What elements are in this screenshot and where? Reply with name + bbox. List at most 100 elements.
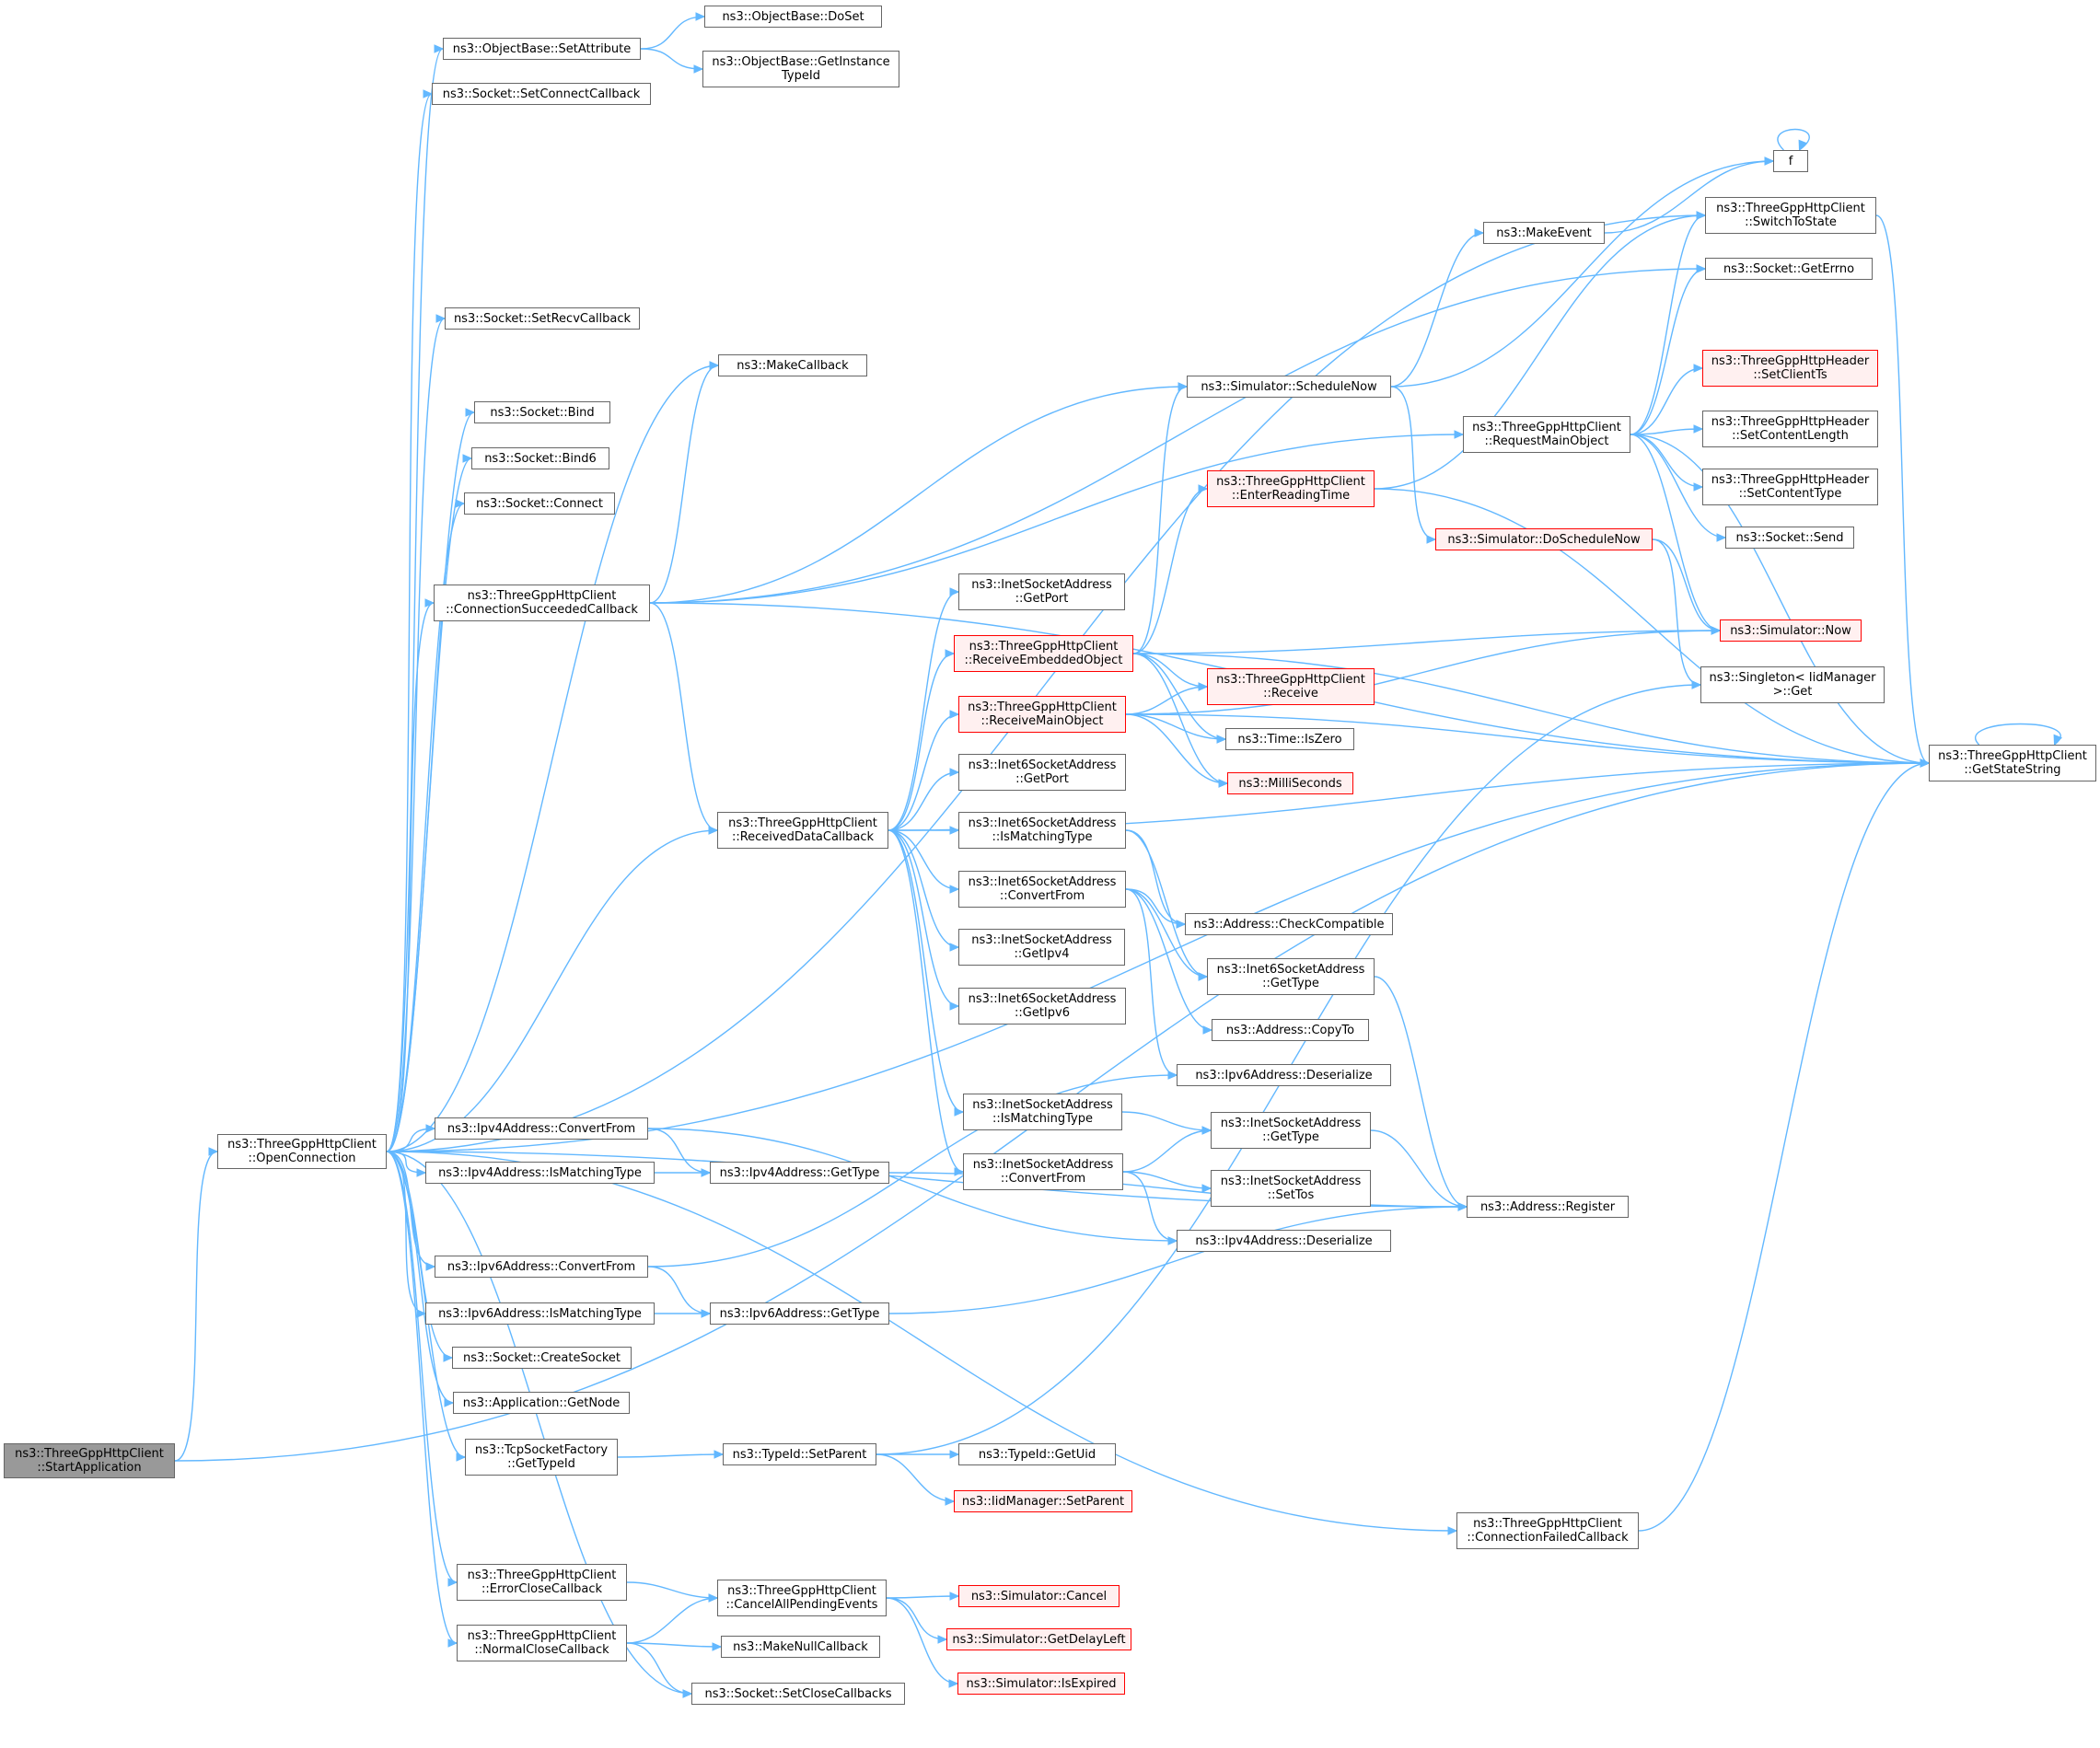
node-simulator-get-delay-left[interactable]: ns3::Simulator::GetDelayLeft bbox=[946, 1628, 1131, 1650]
node-time-is-zero[interactable]: ns3::Time::IsZero bbox=[1225, 728, 1354, 750]
call-edge bbox=[1125, 888, 1212, 1031]
node-socket-get-errno[interactable]: ns3::Socket::GetErrno bbox=[1705, 258, 1873, 280]
node-http-header-set-content-length[interactable]: ns3::ThreeGppHttpHeader ::SetContentLeng… bbox=[1702, 411, 1878, 447]
node-make-event[interactable]: ns3::MakeEvent bbox=[1483, 222, 1605, 244]
call-edge bbox=[386, 762, 1930, 1152]
node-make-null-callback[interactable]: ns3::MakeNullCallback bbox=[721, 1636, 880, 1658]
node-singleton-iid-manager-get[interactable]: ns3::Singleton< IidManager >::Get bbox=[1700, 666, 1885, 703]
node-http-header-set-client-ts[interactable]: ns3::ThreeGppHttpHeader ::SetClientTs bbox=[1702, 350, 1878, 387]
node-ipv4-address-deserialize[interactable]: ns3::Ipv4Address::Deserialize bbox=[1177, 1230, 1391, 1252]
node-type-id-set-parent[interactable]: ns3::TypeId::SetParent bbox=[723, 1443, 876, 1465]
node-inet-socket-address-is-matching-type[interactable]: ns3::InetSocketAddress ::IsMatchingType bbox=[963, 1094, 1122, 1130]
node-object-base-do-set[interactable]: ns3::ObjectBase::DoSet bbox=[704, 6, 882, 28]
call-edge bbox=[386, 93, 433, 1152]
call-edge bbox=[386, 1128, 435, 1152]
node-socket-connect[interactable]: ns3::Socket::Connect bbox=[464, 492, 615, 515]
call-edge bbox=[1652, 538, 1721, 631]
call-edge-arrowhead bbox=[1693, 482, 1704, 492]
node-object-base-set-attribute[interactable]: ns3::ObjectBase::SetAttribute bbox=[443, 38, 641, 60]
call-edge-arrowhead bbox=[447, 1638, 458, 1648]
call-edge bbox=[1125, 829, 1208, 978]
node-enter-reading-time[interactable]: ns3::ThreeGppHttpClient ::EnterReadingTi… bbox=[1207, 470, 1375, 507]
node-address-check-compatible[interactable]: ns3::Address::CheckCompatible bbox=[1185, 913, 1393, 935]
node-start-application[interactable]: ns3::ThreeGppHttpClient ::StartApplicati… bbox=[4, 1443, 175, 1478]
call-edge bbox=[1638, 762, 1930, 1532]
node-object-base-get-instance-type-id[interactable]: ns3::ObjectBase::GetInstance TypeId bbox=[702, 51, 899, 87]
node-ipv4-address-get-type[interactable]: ns3::Ipv4Address::GetType bbox=[710, 1162, 889, 1184]
node-inet-socket-address-get-type[interactable]: ns3::InetSocketAddress ::GetType bbox=[1211, 1112, 1371, 1149]
call-edge-arrowhead bbox=[1457, 1202, 1468, 1211]
node-open-connection[interactable]: ns3::ThreeGppHttpClient ::OpenConnection bbox=[217, 1134, 387, 1169]
node-connection-failed-callback[interactable]: ns3::ThreeGppHttpClient ::ConnectionFail… bbox=[1456, 1512, 1639, 1549]
node-receive-main-object[interactable]: ns3::ThreeGppHttpClient ::ReceiveMainObj… bbox=[958, 696, 1126, 733]
node-ipv6-address-deserialize[interactable]: ns3::Ipv6Address::Deserialize bbox=[1177, 1064, 1391, 1086]
call-edge-arrowhead bbox=[462, 454, 473, 463]
node-request-main-object[interactable]: ns3::ThreeGppHttpClient ::RequestMainObj… bbox=[1463, 416, 1630, 453]
call-edge bbox=[1604, 160, 1774, 234]
node-socket-create-socket[interactable]: ns3::Socket::CreateSocket bbox=[452, 1347, 632, 1369]
node-type-id-get-uid[interactable]: ns3::TypeId::GetUid bbox=[958, 1443, 1116, 1465]
node-inet6-socket-address-get-ipv6[interactable]: ns3::Inet6SocketAddress ::GetIpv6 bbox=[958, 988, 1126, 1024]
call-edge bbox=[1390, 386, 1436, 540]
call-edge-arrowhead bbox=[1198, 682, 1209, 691]
node-get-state-string[interactable]: ns3::ThreeGppHttpClient ::GetStateString bbox=[1929, 745, 2096, 781]
node-make-callback[interactable]: ns3::MakeCallback bbox=[718, 354, 867, 376]
call-edge-arrowhead bbox=[1474, 228, 1485, 237]
node-connection-succeeded-callback[interactable]: ns3::ThreeGppHttpClient ::ConnectionSucc… bbox=[434, 585, 650, 621]
node-simulator-cancel[interactable]: ns3::Simulator::Cancel bbox=[958, 1585, 1120, 1607]
node-inet-socket-address-get-port[interactable]: ns3::InetSocketAddress ::GetPort bbox=[958, 573, 1125, 610]
node-simulator-do-schedule-now[interactable]: ns3::Simulator::DoScheduleNow bbox=[1435, 528, 1653, 550]
call-edge-arrowhead bbox=[949, 826, 960, 835]
node-ipv4-address-convert-from[interactable]: ns3::Ipv4Address::ConvertFrom bbox=[435, 1117, 648, 1140]
call-edge bbox=[1975, 723, 2061, 746]
node-error-close-callback[interactable]: ns3::ThreeGppHttpClient ::ErrorCloseCall… bbox=[457, 1564, 627, 1601]
call-edge-arrowhead bbox=[1447, 1526, 1458, 1535]
node-received-data-callback[interactable]: ns3::ThreeGppHttpClient ::ReceivedDataCa… bbox=[717, 812, 888, 849]
call-edge bbox=[649, 365, 719, 604]
node-socket-set-close-callbacks[interactable]: ns3::Socket::SetCloseCallbacks bbox=[691, 1683, 905, 1705]
call-edge bbox=[888, 829, 959, 890]
node-inet-socket-address-convert-from[interactable]: ns3::InetSocketAddress ::ConvertFrom bbox=[963, 1153, 1123, 1190]
node-socket-set-recv-callback[interactable]: ns3::Socket::SetRecvCallback bbox=[445, 307, 640, 330]
node-ipv4-address-is-matching-type[interactable]: ns3::Ipv4Address::IsMatchingType bbox=[425, 1162, 655, 1184]
node-receive-embedded-object[interactable]: ns3::ThreeGppHttpClient ::ReceiveEmbedde… bbox=[954, 635, 1133, 672]
node-inet6-socket-address-get-port[interactable]: ns3::Inet6SocketAddress ::GetPort bbox=[958, 754, 1126, 791]
node-simulator-is-expired[interactable]: ns3::Simulator::IsExpired bbox=[957, 1673, 1125, 1695]
node-http-header-set-content-type[interactable]: ns3::ThreeGppHttpHeader ::SetContentType bbox=[1702, 469, 1878, 505]
node-ipv6-address-get-type[interactable]: ns3::Ipv6Address::GetType bbox=[710, 1302, 889, 1325]
call-edge bbox=[888, 771, 959, 831]
node-f[interactable]: f bbox=[1773, 150, 1808, 172]
node-iid-manager-set-parent[interactable]: ns3::IidManager::SetParent bbox=[954, 1490, 1132, 1512]
node-application-get-node[interactable]: ns3::Application::GetNode bbox=[453, 1392, 630, 1414]
call-edge-arrowhead bbox=[455, 499, 466, 508]
node-socket-send[interactable]: ns3::Socket::Send bbox=[1725, 527, 1854, 549]
call-edge bbox=[640, 48, 703, 70]
node-cancel-all-pending-events[interactable]: ns3::ThreeGppHttpClient ::CancelAllPendi… bbox=[717, 1580, 887, 1616]
call-edge-arrowhead bbox=[954, 1107, 965, 1117]
node-inet6-socket-address-is-matching-type[interactable]: ns3::Inet6SocketAddress ::IsMatchingType bbox=[958, 812, 1126, 849]
node-socket-bind6[interactable]: ns3::Socket::Bind6 bbox=[471, 447, 609, 469]
node-switch-to-state[interactable]: ns3::ThreeGppHttpClient ::SwitchToState bbox=[1705, 197, 1876, 234]
node-normal-close-callback[interactable]: ns3::ThreeGppHttpClient ::NormalCloseCal… bbox=[457, 1625, 627, 1661]
node-address-register[interactable]: ns3::Address::Register bbox=[1467, 1196, 1629, 1218]
node-tcp-socket-factory-get-type-id[interactable]: ns3::TcpSocketFactory ::GetTypeId bbox=[465, 1439, 618, 1476]
node-ipv6-address-convert-from[interactable]: ns3::Ipv6Address::ConvertFrom bbox=[435, 1256, 648, 1278]
node-inet6-socket-address-get-type[interactable]: ns3::Inet6SocketAddress ::GetType bbox=[1207, 958, 1375, 995]
node-simulator-now[interactable]: ns3::Simulator::Now bbox=[1720, 619, 1862, 642]
node-inet-socket-address-get-ipv4[interactable]: ns3::InetSocketAddress ::GetIpv4 bbox=[958, 929, 1125, 966]
node-client-receive[interactable]: ns3::ThreeGppHttpClient ::Receive bbox=[1207, 668, 1375, 705]
call-edge bbox=[1370, 1129, 1468, 1208]
node-milli-seconds[interactable]: ns3::MilliSeconds bbox=[1227, 772, 1353, 794]
node-inet-socket-address-set-tos[interactable]: ns3::InetSocketAddress ::SetTos bbox=[1211, 1170, 1371, 1207]
node-socket-set-connect-callback[interactable]: ns3::Socket::SetConnectCallback bbox=[432, 83, 651, 105]
call-edge bbox=[386, 1151, 458, 1583]
call-edge bbox=[647, 1128, 711, 1174]
node-simulator-schedule-now[interactable]: ns3::Simulator::ScheduleNow bbox=[1187, 376, 1391, 398]
call-edge bbox=[1630, 428, 1703, 435]
node-inet6-socket-address-convert-from[interactable]: ns3::Inet6SocketAddress ::ConvertFrom bbox=[958, 871, 1126, 908]
node-socket-bind[interactable]: ns3::Socket::Bind bbox=[474, 401, 610, 423]
node-ipv6-address-is-matching-type[interactable]: ns3::Ipv6Address::IsMatchingType bbox=[425, 1302, 655, 1325]
call-edge bbox=[1630, 434, 1726, 538]
node-address-copy-to[interactable]: ns3::Address::CopyTo bbox=[1212, 1019, 1369, 1041]
